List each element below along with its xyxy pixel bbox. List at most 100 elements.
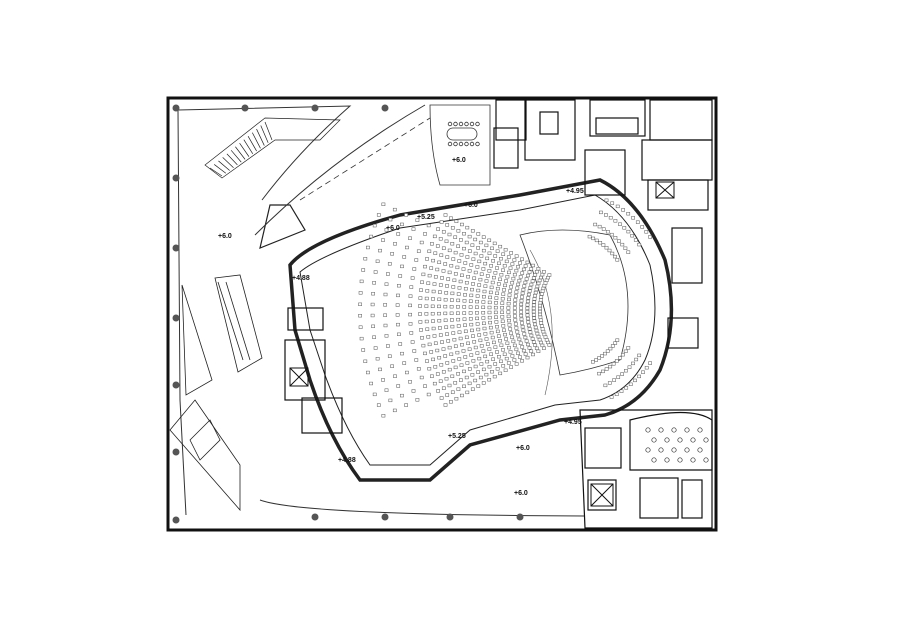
seat-icon [462,317,467,321]
column-icon [172,381,180,389]
seat-icon [521,348,526,353]
seat-icon [533,322,537,326]
seat-icon [520,257,524,261]
stage-arc [529,249,553,396]
seat-icon [439,220,444,224]
column-icon [381,104,389,112]
seat-icon [459,363,464,367]
seat-icon [386,344,390,348]
seat-icon [430,242,434,246]
seat-icon [538,301,543,305]
seat-icon [398,274,403,278]
seat-icon [466,275,470,279]
seat-icon [470,243,475,247]
seat-icon [381,202,386,206]
seat-icon [621,353,625,357]
seat-icon [438,326,442,330]
seat-icon [483,354,488,359]
seat-icon [450,291,455,296]
seat-icon [473,364,478,369]
seat-icon [466,341,470,345]
seat-icon [538,306,542,311]
seat-icon [408,236,412,240]
seat-icon [489,285,494,290]
seat-icon [472,276,477,280]
seat-icon [532,319,537,323]
seat-icon [467,347,472,351]
seat-icon [396,384,401,388]
seat-icon [519,306,523,310]
seat-icon [520,359,524,363]
seat-icon [451,257,456,261]
seat-icon [482,295,486,299]
cafe-tables [645,427,709,463]
seat-icon [381,238,385,242]
seat-icon [487,305,492,310]
seat-icon [538,303,542,308]
seat-icon [541,329,546,334]
seat-icon [449,311,454,315]
seat-icon [531,309,536,314]
seat-icon [427,367,432,371]
seat-icon [408,380,412,384]
seat-icon [388,217,393,222]
column-icon [516,513,524,521]
seat-icon [381,378,385,382]
seat-icon [594,358,598,362]
seat-icon [433,251,438,255]
seat-icon [477,356,482,361]
seat-icon [479,362,484,366]
column-icon [311,513,319,521]
seat-icon [400,351,404,356]
seat-icon [477,259,482,264]
seat-icon [525,355,530,360]
seat-icon [460,343,464,347]
seat-icon [495,249,500,253]
seat-icon [456,244,460,248]
column-icon [172,104,180,112]
seat-icon [436,389,440,393]
seat-icon [441,246,446,250]
stair-icon [204,117,341,249]
seat-icon [386,272,390,276]
level-label: +6.0 [452,157,466,164]
seat-icon [438,333,443,337]
seat-icon [433,275,438,279]
seat-icon [359,336,364,341]
seat-icon [510,281,515,285]
seat-icon [609,395,614,399]
seat-icon [491,357,495,361]
seat-icon [479,272,484,276]
level-labels: +6.0 +6.0 +6.0 +5.25 +6.0 +4.95 +4.88 +4… [218,157,584,497]
seat-icon [457,330,462,334]
seat-icon [444,325,449,329]
seat-icon [494,301,498,305]
seat-icon [530,279,535,283]
seat-icon [515,286,520,290]
seat-icon [436,227,440,231]
seat-icon [507,270,511,275]
seat-icon [463,261,468,265]
table-icon [658,447,664,453]
seat-icon [481,367,486,372]
seat-icon [471,334,475,338]
table-icon [645,447,651,453]
seat-icon [521,267,526,272]
seat-icon [437,260,442,264]
seat-icon [487,365,492,369]
escalator [169,274,263,512]
table-icon [697,447,703,453]
seat-icon [446,277,451,281]
seat-icon [396,232,401,236]
seat-icon [431,297,435,301]
seat-icon [443,213,448,217]
seat-icon [455,350,460,355]
seat-icon [477,283,482,287]
seat-icon [533,273,538,277]
seat-icon [445,223,450,227]
seat-icon [536,267,541,271]
seat-icon [449,352,454,356]
seat-icon [508,327,513,331]
seat-icon [544,338,549,342]
